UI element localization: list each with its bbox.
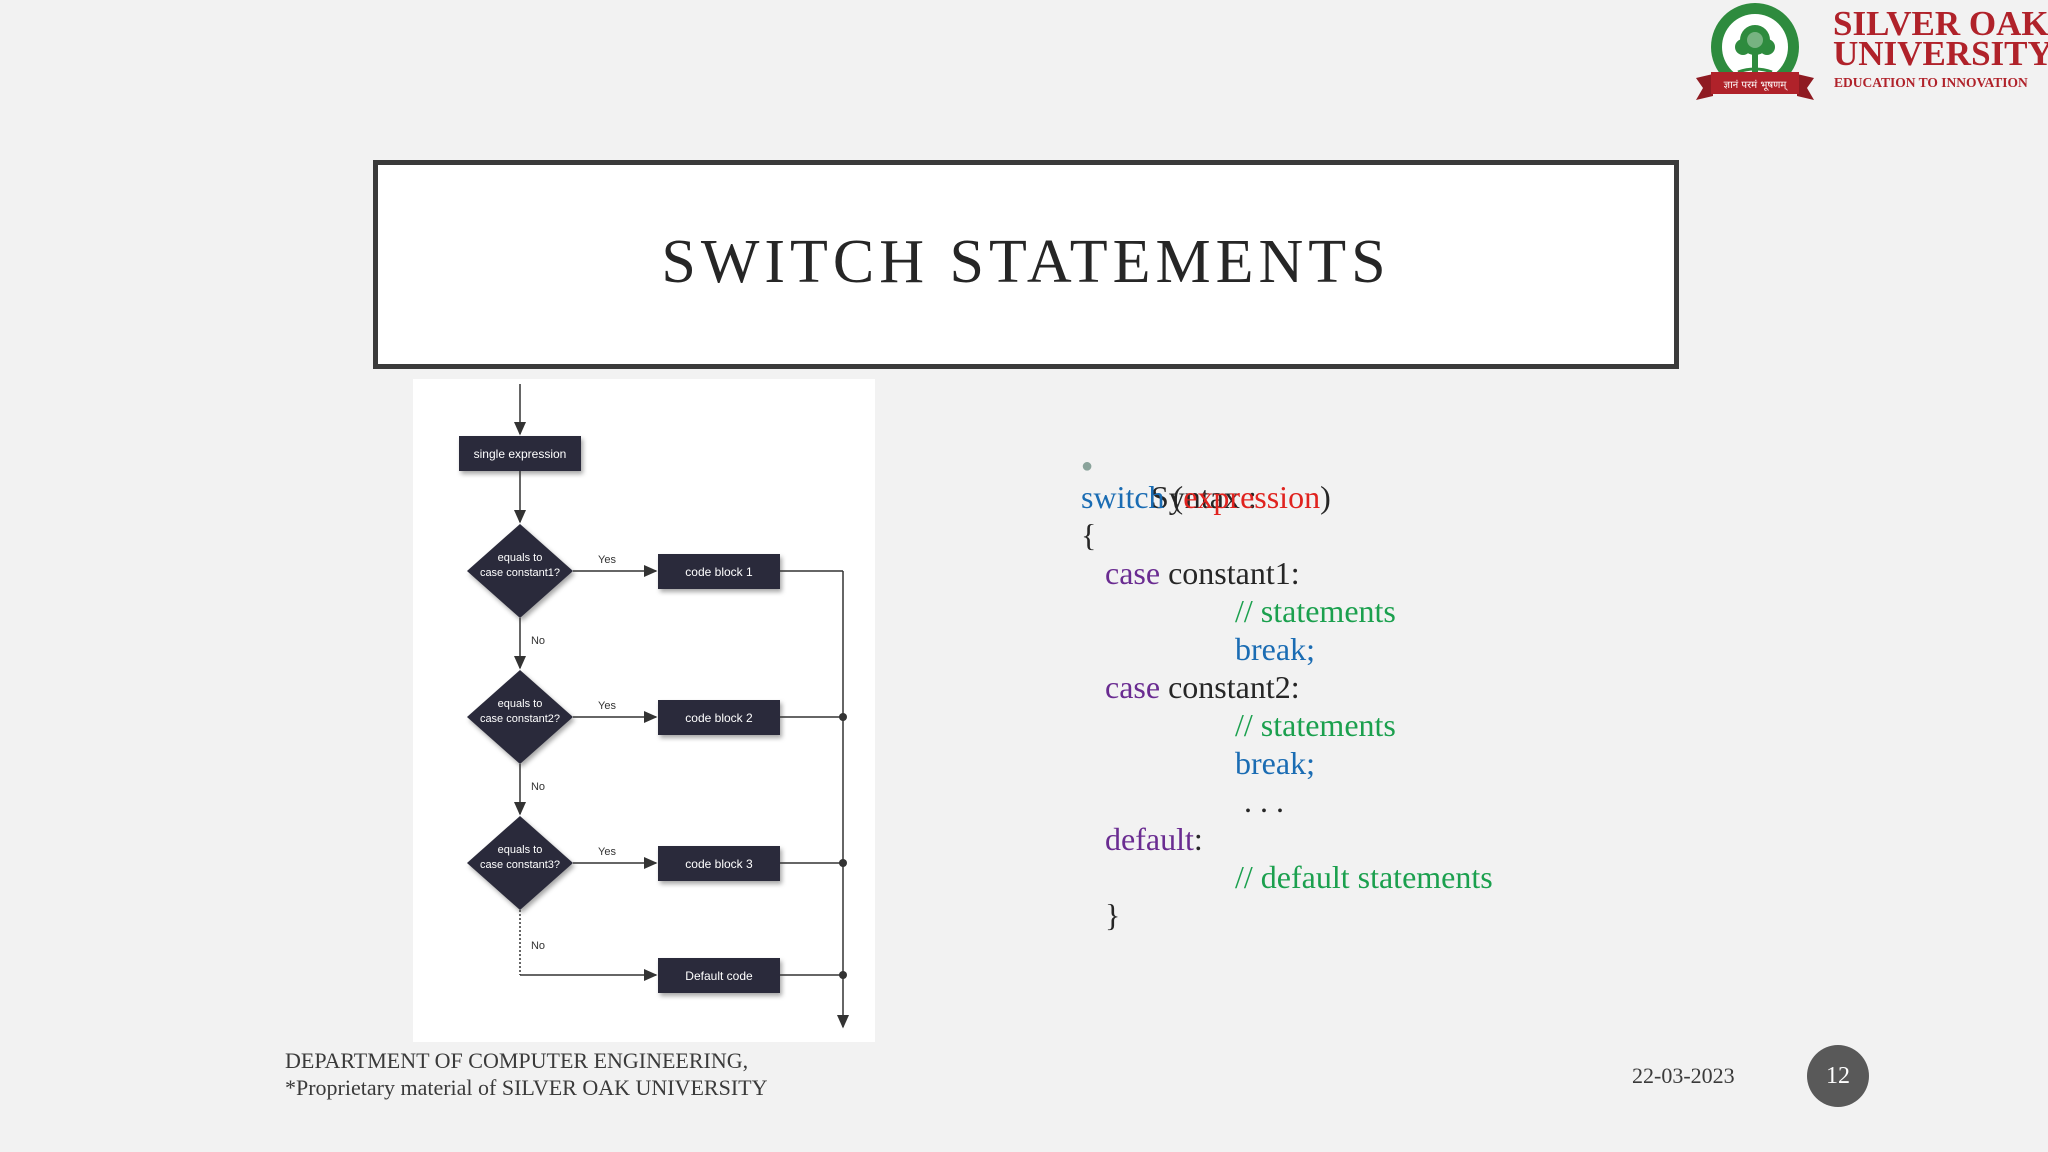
code-block-3-label: code block 3	[685, 857, 753, 871]
brace-close: }	[1105, 897, 1121, 933]
decision-3-line1: equals to	[498, 844, 543, 856]
footer-proprietary-note: *Proprietary material of SILVER OAK UNIV…	[285, 1075, 768, 1100]
page-number-badge: 12	[1807, 1045, 1869, 1107]
comment-default: // default statements	[1235, 859, 1493, 895]
decision-1-line1: equals to	[498, 552, 543, 564]
decision-3-yes-label: Yes	[598, 846, 616, 858]
ellipsis: . . .	[1244, 783, 1284, 819]
page-number: 12	[1826, 1062, 1850, 1089]
title-box: SWITCH STATEMENTS	[373, 160, 1679, 369]
case1-line: case constant1:	[1105, 554, 1300, 592]
decision-3-no-label: No	[531, 940, 545, 952]
decision-diamond-3	[467, 816, 573, 910]
start-node-label: single expression	[474, 447, 567, 461]
brace-open: {	[1081, 517, 1097, 553]
code-block-2-label: code block 2	[685, 711, 753, 725]
default-code-box	[658, 958, 780, 993]
comment-statements-1: // statements	[1235, 593, 1396, 629]
default-keyword: default	[1105, 821, 1194, 857]
break-statement-2: break;	[1235, 745, 1315, 781]
code-block-2-box	[658, 700, 780, 735]
paren-close: )	[1320, 479, 1331, 515]
footer-department: DEPARTMENT OF COMPUTER ENGINEERING,	[285, 1048, 749, 1073]
comment-statements-2: // statements	[1235, 707, 1396, 743]
case-keyword-1: case	[1105, 555, 1161, 591]
logo-name-line1: SILVER OAK	[1833, 4, 2048, 43]
case2-line: case constant2:	[1105, 668, 1300, 706]
default-line: default:	[1105, 820, 1203, 858]
decision-1-yes-label: Yes	[598, 554, 616, 566]
switch-flowchart-image: single expression equals to case constan…	[413, 379, 875, 1042]
university-emblem-logo: ज्ञानं परमं भूषणम्	[1693, 0, 1825, 104]
case-keyword-2: case	[1105, 669, 1161, 705]
decision-diamond-2	[467, 670, 573, 764]
emblem-ribbon-text: ज्ञानं परमं भूषणम्	[1724, 79, 1789, 91]
decision-2-line2: case constant2?	[480, 713, 560, 725]
bullet-icon: ●	[1081, 455, 1094, 477]
paren-open: (	[1172, 479, 1184, 515]
code-block-3-box	[658, 846, 780, 881]
default-colon: :	[1193, 821, 1203, 857]
footer-date: 22-03-2023	[1632, 1063, 1735, 1088]
logo-name-line2: UNIVERSITY	[1833, 34, 2048, 73]
slide-title: SWITCH STATEMENTS	[661, 227, 1391, 296]
decision-1-line2: case constant1?	[480, 567, 560, 579]
code-block-1-label: code block 1	[685, 565, 753, 579]
decision-diamond-1	[467, 524, 573, 618]
switch-line: switch (expression)	[1081, 478, 1331, 516]
logo-tagline: EDUCATION TO INNOVATION	[1834, 75, 2028, 90]
start-node-box	[459, 436, 581, 471]
default-code-label: Default code	[685, 969, 753, 983]
decision-2-no-label: No	[531, 781, 545, 793]
syntax-bullet-line: ● Syntax :	[1081, 440, 1257, 554]
expression-text: expression	[1183, 479, 1321, 515]
code-block-1-box	[658, 554, 780, 589]
constant2-text: constant2:	[1168, 669, 1300, 705]
decision-2-line1: equals to	[498, 698, 543, 710]
decision-3-line2: case constant3?	[480, 859, 560, 871]
constant1-text: constant1:	[1168, 555, 1300, 591]
break-statement-1: break;	[1235, 631, 1315, 667]
syntax-label: Syntax :	[1151, 479, 1257, 515]
switch-keyword: switch	[1081, 479, 1165, 515]
decision-2-yes-label: Yes	[598, 700, 616, 712]
decision-1-no-label: No	[531, 635, 545, 647]
